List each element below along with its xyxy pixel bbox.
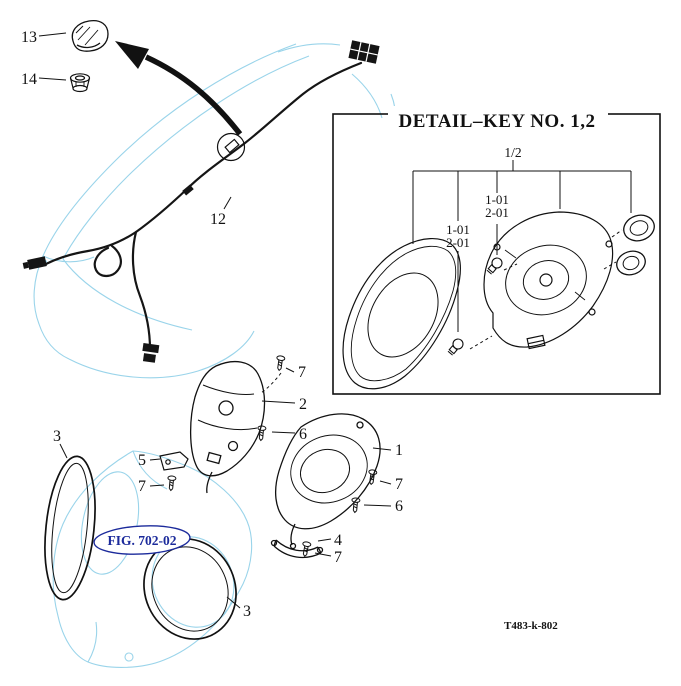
- headlight-assembly-2: [189, 360, 282, 494]
- bulb-key-1: 1-01: [485, 192, 509, 207]
- callout-4: 4: [334, 532, 342, 549]
- callout-7-d: 7: [334, 549, 342, 566]
- callout-13: 13: [21, 29, 37, 46]
- callout-6-a: 6: [299, 426, 307, 443]
- callout-7-b: 7: [138, 478, 146, 495]
- screw-7-b: [166, 475, 177, 492]
- bulb-key-4: 2-01: [446, 235, 470, 250]
- bracket-part-4: [270, 539, 324, 559]
- drawing-code: T483-k-802: [504, 620, 558, 632]
- wiring-harness: [44, 61, 363, 351]
- bracket-part-5: [159, 451, 189, 471]
- pointer-arrow: [115, 41, 243, 136]
- callout-5: 5: [138, 452, 146, 469]
- detail-key-label: 1/2: [504, 145, 521, 160]
- callout-3-right: 3: [243, 603, 251, 620]
- screw-7-a: [274, 354, 286, 372]
- seal-ring-left: [44, 455, 96, 601]
- callout-2: 2: [299, 396, 307, 413]
- callout-1: 1: [395, 442, 403, 459]
- detail-caps: [616, 214, 655, 276]
- detail-box: DETAIL–KEY NO. 1,2 1/2 1-01 2-01 1-01 2-…: [332, 106, 661, 395]
- detail-bulb-1: [486, 257, 503, 275]
- harness-connector-left: [22, 256, 47, 270]
- detail-box-title: DETAIL–KEY NO. 1,2: [399, 111, 596, 132]
- bulb-key-3: 1-01: [446, 222, 470, 237]
- harness-connector-top: [348, 40, 380, 64]
- grommet-part-14: [69, 73, 91, 93]
- harness-clamp-detail: [216, 132, 246, 162]
- harness-clip: [182, 184, 194, 196]
- detail-housing: [469, 211, 623, 350]
- leader-lines: [38, 32, 392, 609]
- callout-12: 12: [210, 211, 226, 228]
- cap-part-13: [71, 19, 109, 52]
- callout-3-left: 3: [53, 428, 61, 445]
- hood-front-outline: [52, 450, 253, 668]
- detail-lens: [342, 238, 461, 390]
- bulb-key-2: 2-01: [485, 205, 509, 220]
- fig-reference-label: FIG. 702-02: [108, 533, 177, 548]
- harness-connector-mid: [142, 342, 160, 363]
- screw-7-d: [300, 540, 312, 558]
- headlight-assembly-1: [274, 413, 381, 550]
- detail-bulb-2: [447, 338, 464, 356]
- callout-14: 14: [21, 71, 37, 88]
- fig-reference: FIG. 702-02: [93, 525, 191, 555]
- callout-7-a: 7: [298, 364, 306, 381]
- callout-6-b: 6: [395, 498, 403, 515]
- callout-7-c: 7: [395, 476, 403, 493]
